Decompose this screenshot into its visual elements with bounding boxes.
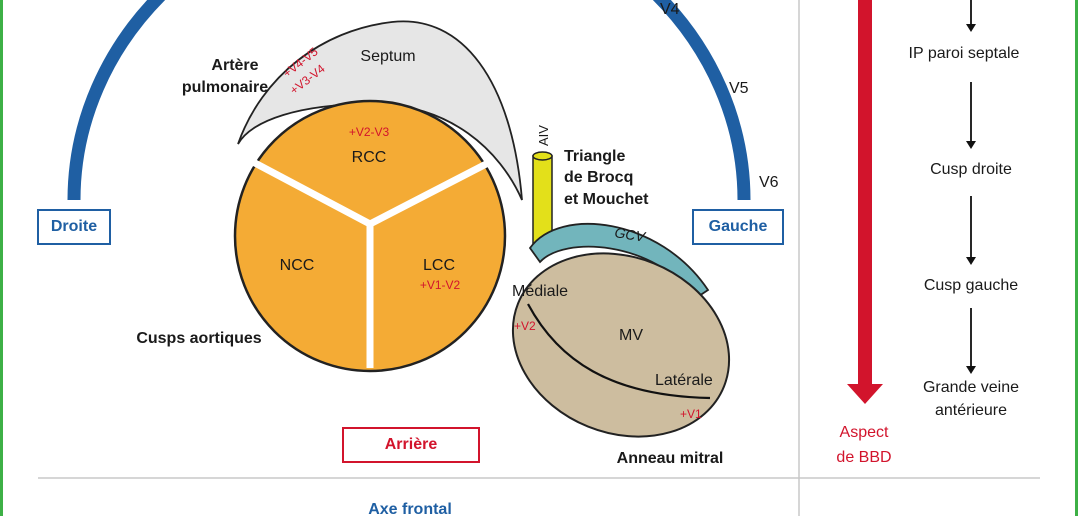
pulmonaire-label: pulmonaire — [182, 79, 268, 96]
laterale-label: Latérale — [655, 372, 713, 389]
mitral-line — [527, 303, 711, 400]
anneau-mitral-label: Anneau mitral — [617, 450, 724, 467]
triangle-label-1: Triangle — [564, 148, 625, 165]
aspect-label-2: de BBD — [836, 449, 891, 466]
triangle-label-3: et Mouchet — [564, 191, 649, 208]
triangle-label-2: de Brocq — [564, 169, 633, 186]
bbd-arrow-head — [847, 384, 883, 404]
arriere-box: Arrière — [342, 427, 480, 463]
gcv-label: GCV — [614, 224, 648, 245]
gcv-vessel — [528, 222, 710, 300]
lcc-red-label: +V1-V2 — [420, 278, 461, 292]
lead-v4: V4 — [660, 1, 680, 18]
ncc-label: NCC — [280, 257, 315, 274]
cusp-divider-left — [251, 158, 372, 228]
flow-step-1: IP paroi septale — [909, 45, 1020, 62]
flow-step-4: Grande veine — [923, 379, 1019, 396]
axe-frontal-label: Axe frontal — [368, 501, 452, 516]
bbd-arrow-shaft — [858, 0, 872, 384]
rcc-label: RCC — [352, 149, 387, 166]
lead-v5: V5 — [729, 80, 749, 97]
flow-step-2: Cusp droite — [930, 161, 1012, 178]
droite-box: Droite — [37, 209, 111, 245]
mediale-red-label: +V2 — [514, 319, 536, 333]
aiv-vessel-top — [532, 151, 553, 161]
flow-arrow-heads — [966, 24, 976, 374]
flow-step-3: Cusp gauche — [924, 277, 1018, 294]
flow-step-5: antérieure — [935, 402, 1007, 419]
rcc-red-label: +V2-V3 — [349, 125, 390, 139]
lcc-label: LCC — [423, 257, 455, 274]
septum-label: Septum — [360, 48, 415, 65]
mediale-label: Médiale — [512, 283, 568, 300]
aspect-label-1: Aspect — [840, 424, 889, 441]
mv-label: MV — [619, 327, 643, 344]
mitral-valve-ellipse — [511, 252, 731, 438]
laterale-red-label: +V1 — [680, 407, 702, 421]
aiv-label: AIV — [536, 125, 551, 146]
gauche-box: Gauche — [692, 209, 784, 245]
artere-label: Artère — [211, 57, 258, 74]
cusps-aortiques-label: Cusps aortiques — [136, 330, 261, 347]
lead-v6: V6 — [759, 174, 779, 191]
precordial-arc — [67, 0, 751, 201]
cusp-divider-right — [368, 158, 492, 228]
